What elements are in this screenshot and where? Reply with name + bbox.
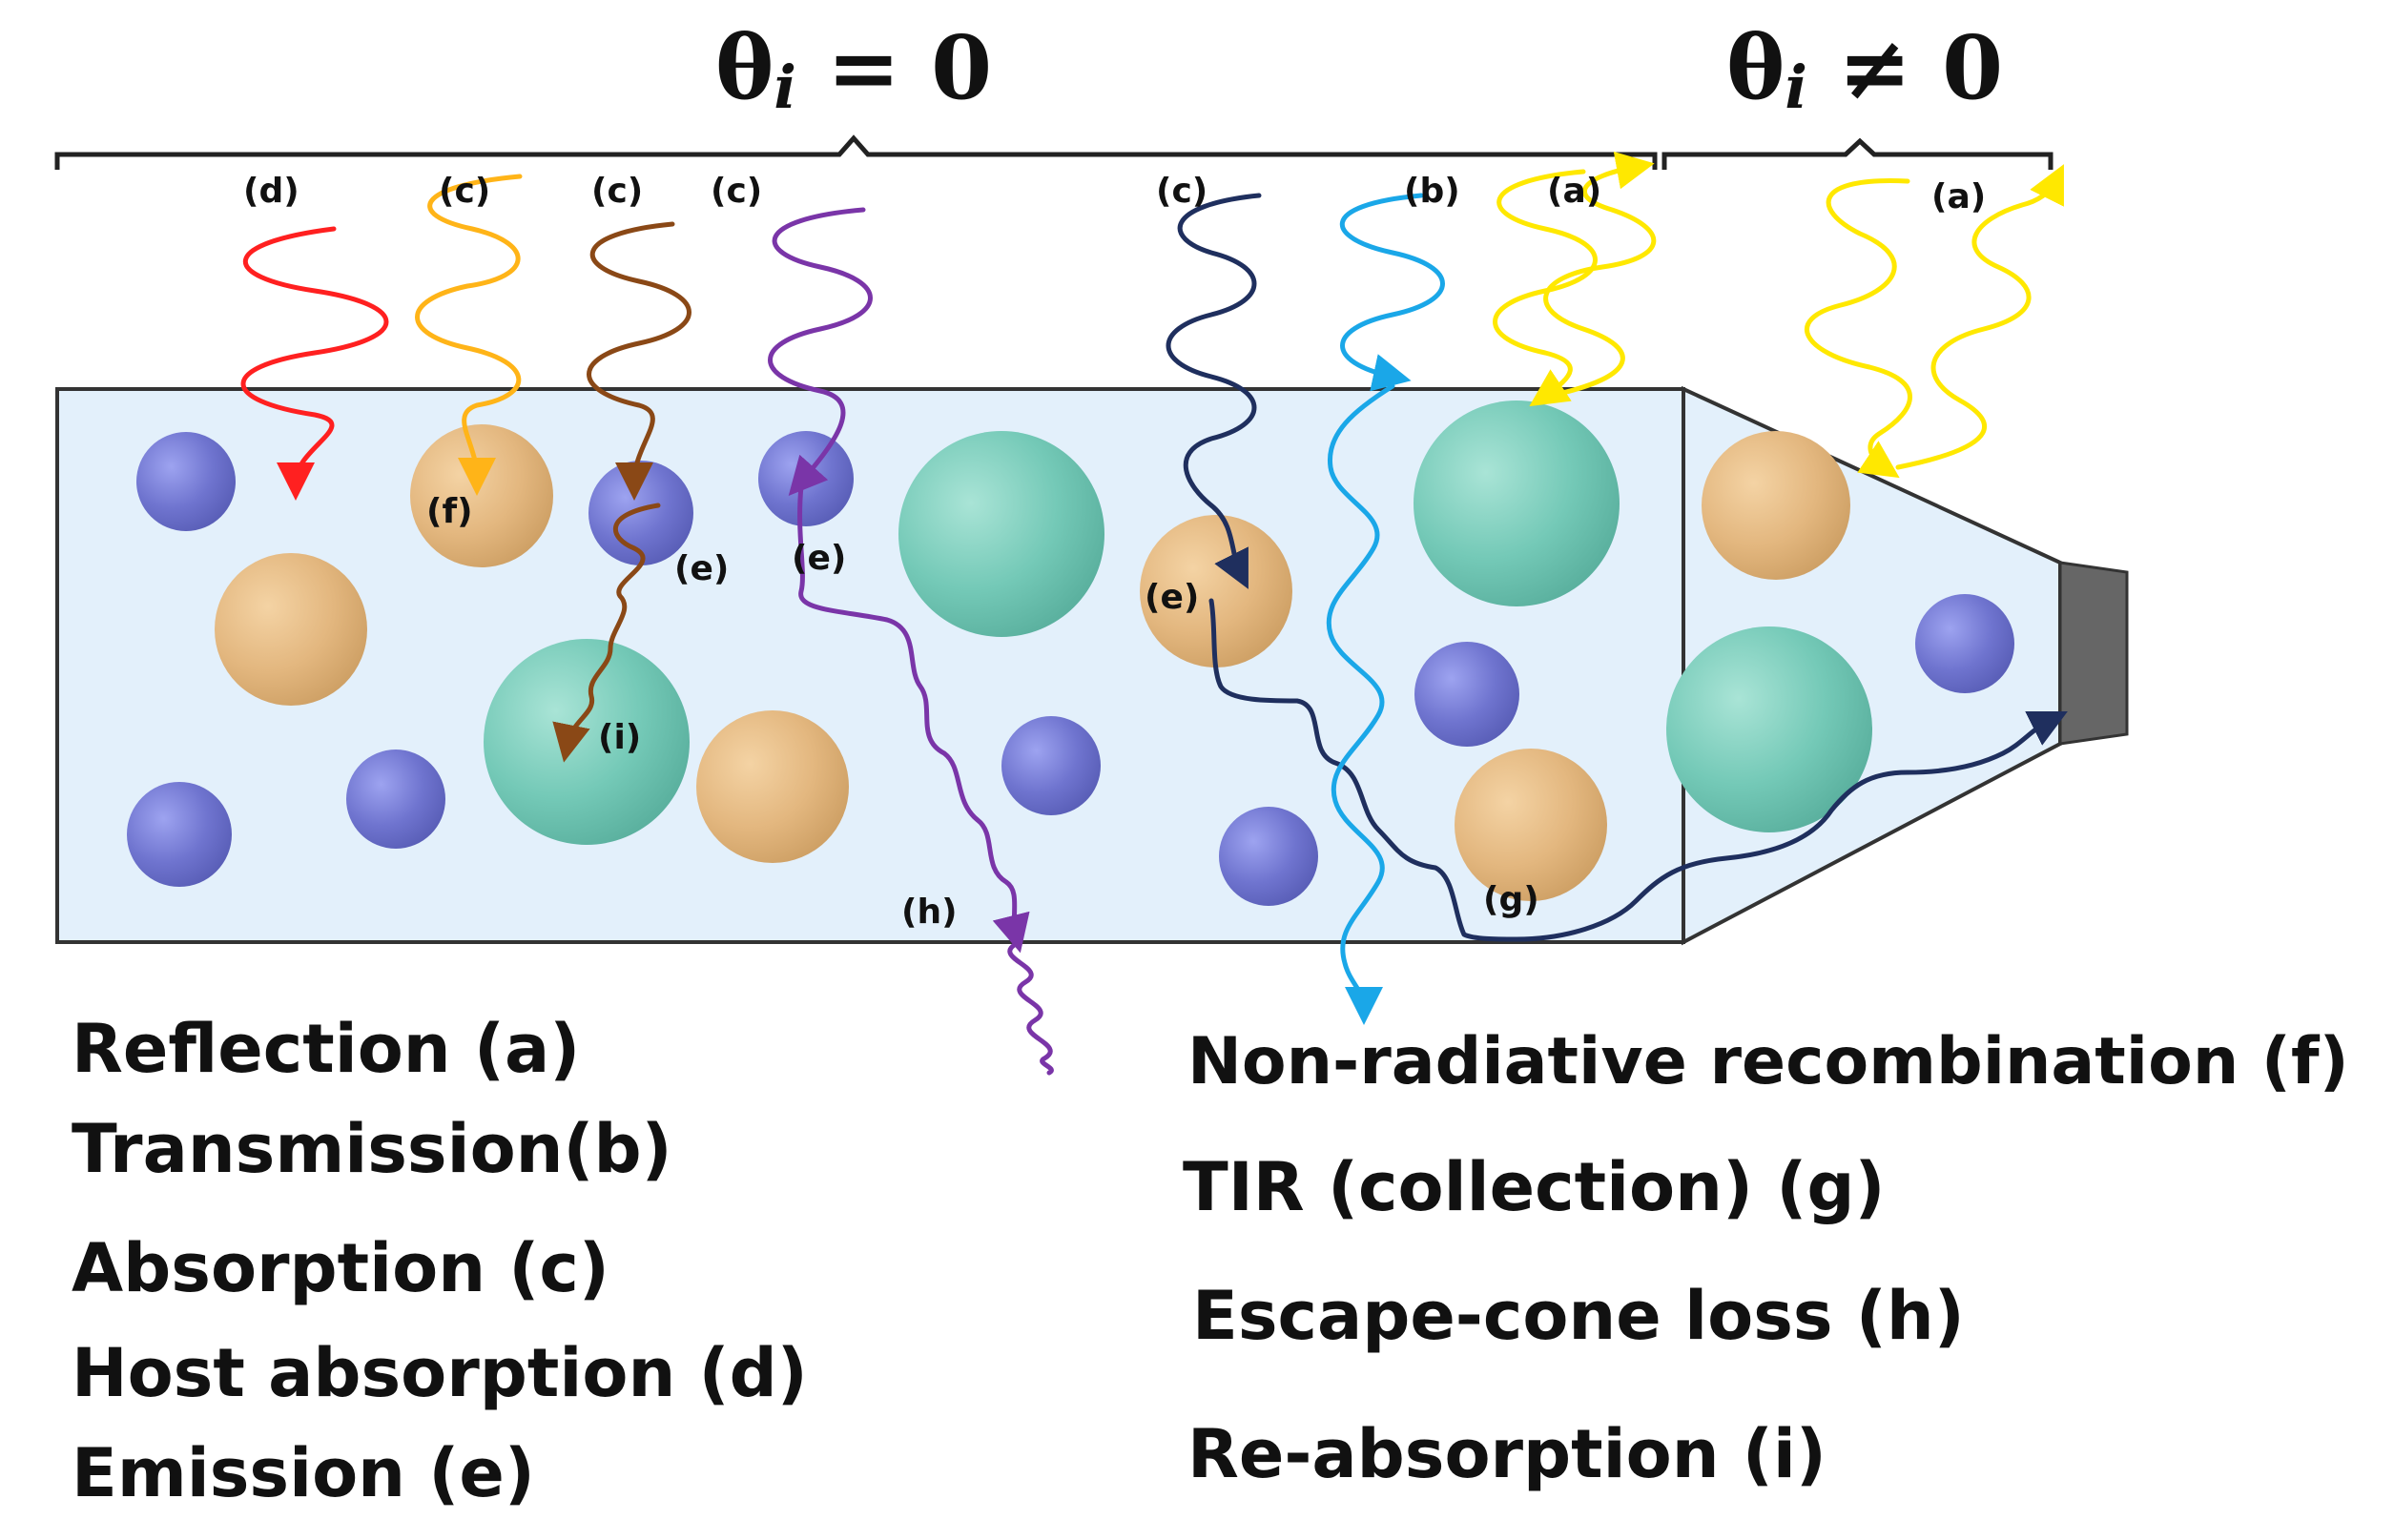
legend-transmission: Transmission(b) bbox=[72, 1110, 672, 1188]
legend-tir-collection: TIR (collection) (g) bbox=[1183, 1148, 1886, 1226]
ray-label-a-right: (a) bbox=[1931, 177, 1986, 216]
theta-symbol: θ bbox=[1726, 16, 1785, 119]
ray-label-f: (f) bbox=[426, 492, 473, 531]
ray-label-c-brown: (c) bbox=[591, 172, 643, 211]
ray-label-g: (g) bbox=[1483, 880, 1539, 919]
ray-label-d: (d) bbox=[243, 172, 299, 211]
particle-orange bbox=[1702, 431, 1850, 580]
particle-teal bbox=[1414, 400, 1620, 606]
ray-reflection-left-outgoing bbox=[1543, 151, 1657, 399]
legend-non-radiative: Non-radiative recombination (f) bbox=[1187, 1024, 2349, 1099]
particle-blue bbox=[127, 782, 232, 887]
theta-relation: ≠ 0 bbox=[1837, 16, 2004, 119]
particle-orange bbox=[215, 553, 367, 706]
theta-subscript: i bbox=[774, 52, 796, 122]
legend-escape-cone: Escape-cone loss (h) bbox=[1192, 1277, 1965, 1355]
legend-reflection: Reflection (a) bbox=[72, 1010, 581, 1088]
particle-blue bbox=[1001, 716, 1101, 815]
ray-reflection-right-incoming bbox=[1805, 178, 1912, 479]
ray-transmission-inside bbox=[1326, 383, 1395, 1025]
theta-relation: = 0 bbox=[826, 16, 993, 119]
oblique-incidence-brace bbox=[1661, 137, 2053, 170]
ray-label-h: (h) bbox=[901, 893, 958, 932]
theta-symbol: θ bbox=[715, 16, 774, 119]
blue-particles bbox=[127, 431, 2014, 906]
ray-transmission bbox=[1339, 193, 1445, 392]
particle-blue bbox=[1915, 594, 2014, 693]
ray-label-c-navy: (c) bbox=[1156, 172, 1207, 211]
ray-label-e-navy: (e) bbox=[1145, 578, 1199, 617]
ray-emission-purple bbox=[797, 483, 1030, 954]
legend-emission: Emission (e) bbox=[72, 1434, 535, 1512]
particle-blue bbox=[588, 461, 693, 565]
teal-particles bbox=[484, 400, 1872, 845]
ray-absorption-purple bbox=[768, 207, 873, 496]
ray-label-a-left: (a) bbox=[1547, 172, 1601, 211]
particle-blue bbox=[1219, 807, 1318, 906]
ray-absorption-orange bbox=[415, 174, 523, 496]
orange-particles bbox=[215, 424, 1850, 901]
normal-incidence-heading: θi = 0 bbox=[715, 24, 992, 117]
ray-escape-purple bbox=[1007, 941, 1054, 1076]
ray-reflection-left-incoming bbox=[1493, 169, 1598, 407]
ray-label-c-purple: (c) bbox=[711, 172, 762, 211]
ray-labels: (d) (c) (c) (c) (c) (b) (a) (a) (f) (e) … bbox=[243, 172, 1986, 932]
particle-blue bbox=[1414, 642, 1519, 747]
particle-teal bbox=[898, 431, 1104, 637]
ray-label-c-orange: (c) bbox=[439, 172, 490, 211]
solar-cell-collector bbox=[2058, 561, 2129, 746]
legend-host-absorption: Host absorption (d) bbox=[72, 1334, 808, 1412]
particle-orange bbox=[1455, 749, 1607, 901]
particle-orange bbox=[696, 710, 849, 863]
particle-blue bbox=[346, 749, 445, 849]
theta-subscript: i bbox=[1785, 52, 1807, 122]
ray-host-absorption bbox=[240, 226, 389, 501]
ray-absorption-navy bbox=[1166, 193, 1262, 589]
legend-reabsorption: Re-absorption (i) bbox=[1187, 1415, 1826, 1493]
ray-absorption-brown bbox=[587, 221, 691, 501]
legend-absorption: Absorption (c) bbox=[72, 1229, 609, 1307]
particle-orange bbox=[1140, 515, 1292, 667]
ray-label-e-purple: (e) bbox=[792, 539, 846, 578]
particle-teal bbox=[1666, 626, 1872, 832]
oblique-incidence-heading: θi ≠ 0 bbox=[1726, 24, 2003, 117]
ray-label-e-brown: (e) bbox=[674, 549, 729, 588]
ray-emission-brown bbox=[552, 503, 661, 763]
rays bbox=[240, 151, 2068, 1076]
ray-label-b: (b) bbox=[1404, 172, 1460, 211]
particle-blue bbox=[136, 432, 236, 531]
particle-orange bbox=[410, 424, 553, 567]
ray-tir-collection bbox=[1208, 598, 2068, 942]
normal-incidence-brace bbox=[54, 134, 1658, 170]
particle-teal bbox=[484, 639, 690, 845]
ray-reflection-right-outgoing bbox=[1895, 164, 2064, 470]
ray-label-i: (i) bbox=[598, 718, 641, 757]
